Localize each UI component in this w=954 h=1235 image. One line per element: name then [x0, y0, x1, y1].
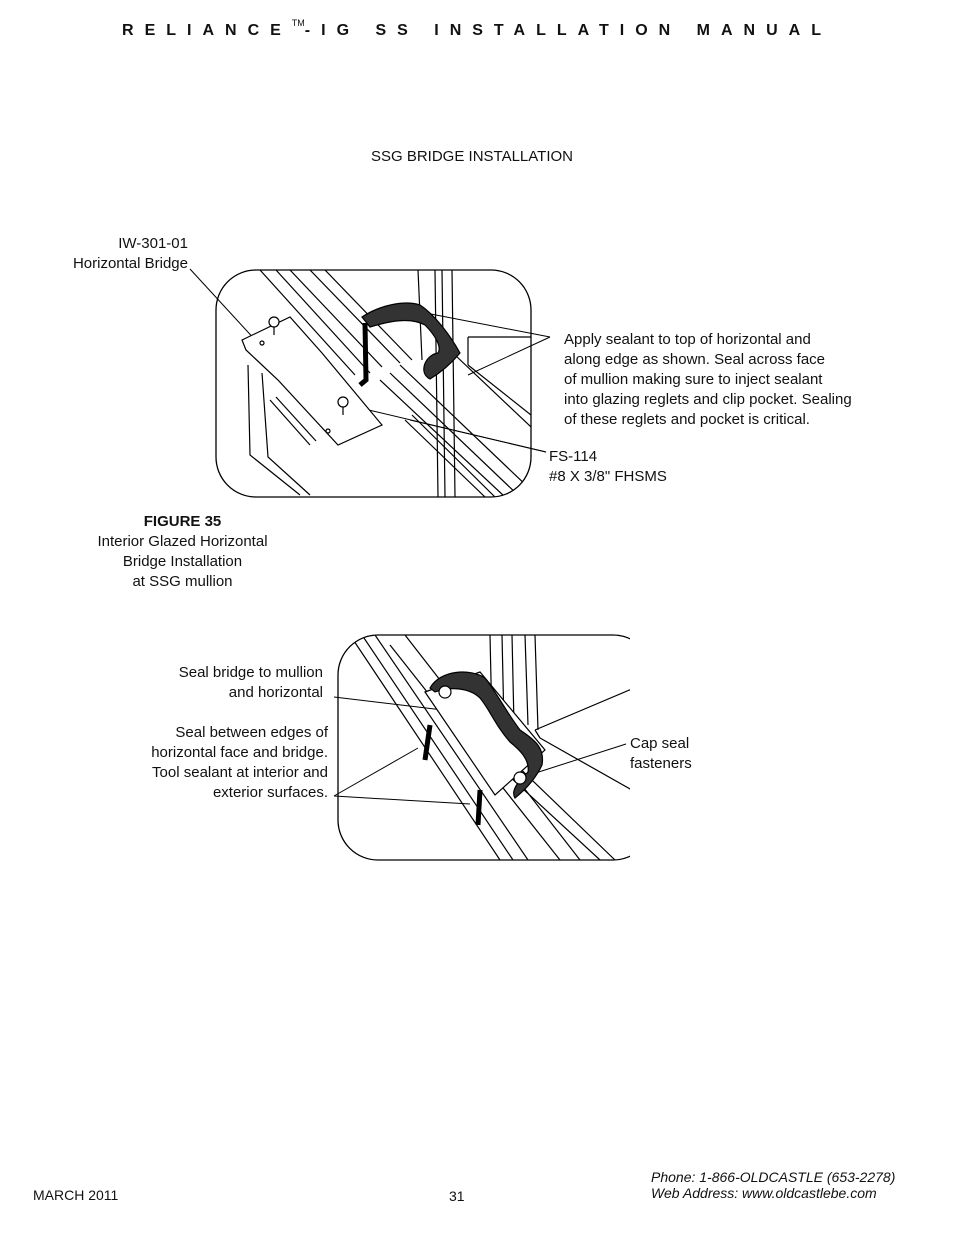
trademark-mark: TM — [291, 18, 305, 28]
part-number: IW-301-01 — [118, 235, 188, 252]
page-number: 31 — [449, 1188, 465, 1204]
fastener-code: FS-114 — [549, 448, 598, 465]
cap-seal-line: Cap seal — [630, 735, 690, 752]
section-title: SSG BRIDGE INSTALLATION — [371, 148, 573, 165]
cap-seal-line: fasteners — [630, 755, 692, 772]
caption-line: Bridge Installation — [122, 553, 243, 570]
caption-line: Interior Glazed Horizontal — [97, 533, 268, 550]
fastener-desc: #8 X 3/8" FHSMS — [549, 468, 667, 485]
figure-caption: FIGURE 35 Interior Glazed Horizontal Bri… — [60, 512, 305, 592]
footer-contact: Phone: 1-866-OLDCASTLE (653-2278) Web Ad… — [651, 1169, 941, 1201]
header-title-pre: RELIANCE — [122, 22, 292, 39]
cap-seal-label: Cap seal fasteners — [630, 734, 750, 774]
sealant-note-line: of mullion making sure to inject sealant — [564, 371, 823, 388]
header-title-post: -IG SS INSTALLATION MANUAL — [304, 22, 832, 39]
figure-number: FIGURE 35 — [143, 513, 222, 530]
part-name: Horizontal Bridge — [72, 255, 188, 272]
caption-line: at SSG mullion — [132, 573, 233, 590]
seal-bridge-line: and horizontal — [228, 684, 323, 701]
sealant-note-line: Apply sealant to top of horizontal and — [564, 331, 811, 348]
sealant-note-line: along edge as shown. Seal across face — [564, 351, 825, 368]
footer-web: Web Address: www.oldcastlebe.com — [651, 1185, 877, 1201]
seal-edges-line: Tool sealant at interior and — [152, 764, 328, 781]
footer-phone: Phone: 1-866-OLDCASTLE (653-2278) — [651, 1169, 896, 1185]
seal-bridge-label: Seal bridge to mullion and horizontal — [120, 663, 323, 703]
seal-edges-line: exterior surfaces. — [212, 784, 328, 801]
seal-detail-drawing — [333, 634, 630, 861]
fastener-label: FS-114 #8 X 3/8" FHSMS — [549, 447, 749, 487]
sealant-note-line: of these reglets and pocket is critical. — [564, 411, 810, 428]
seal-bridge-line: Seal bridge to mullion — [178, 664, 323, 681]
seal-edges-label: Seal between edges of horizontal face an… — [100, 723, 328, 803]
seal-edges-line: horizontal face and bridge. — [151, 744, 328, 761]
manual-header: RELIANCETM-IG SS INSTALLATION MANUAL — [0, 18, 954, 40]
figure-35-drawing — [189, 268, 551, 498]
part-label: IW-301-01 Horizontal Bridge — [40, 234, 188, 274]
sealant-note-line: into glazing reglets and clip pocket. Se… — [564, 391, 852, 408]
sealant-note: Apply sealant to top of horizontal and a… — [564, 330, 924, 430]
seal-edges-line: Seal between edges of — [175, 724, 328, 741]
footer-date: MARCH 2011 — [33, 1187, 119, 1203]
